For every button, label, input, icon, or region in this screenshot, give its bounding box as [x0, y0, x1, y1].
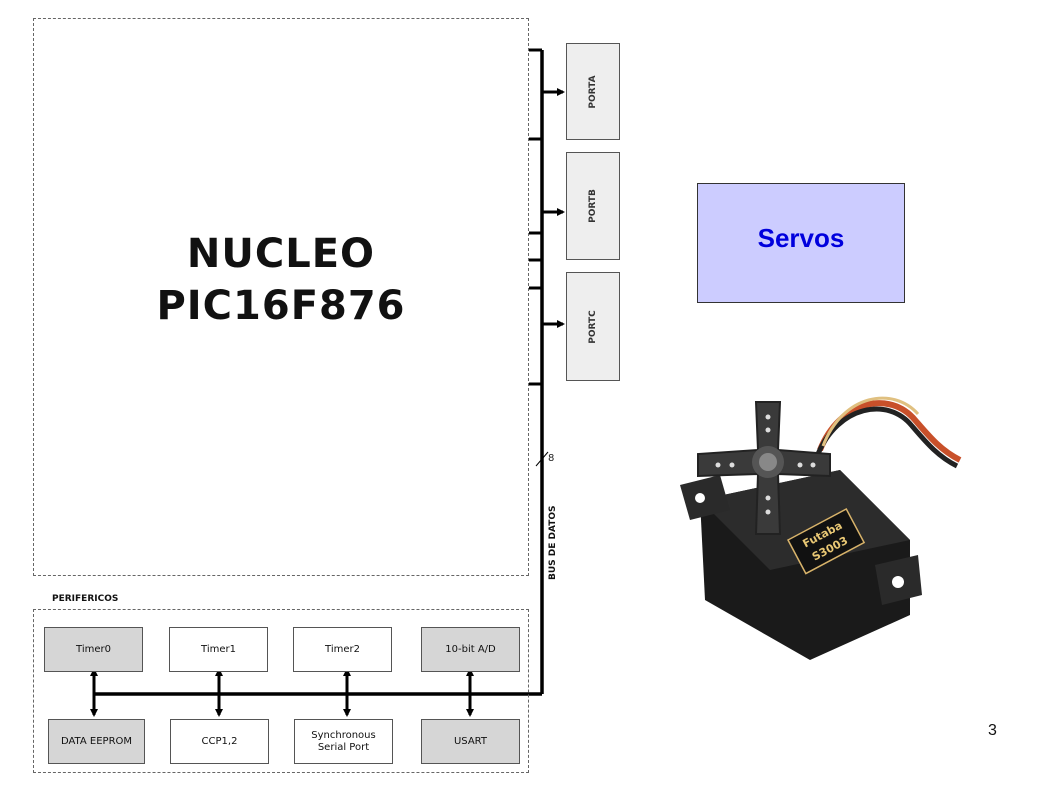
peripheral-data-eeprom: DATA EEPROM — [48, 719, 145, 764]
port-b-block: PORTB — [566, 152, 620, 260]
peripheral-ccp: CCP1,2 — [170, 719, 269, 764]
port-c-block: PORTC — [566, 272, 620, 381]
core-title: NUCLEO PIC16F876 — [33, 228, 529, 332]
servos-label: Servos — [757, 222, 845, 253]
port-b-label: PORTB — [588, 189, 598, 223]
port-a-label: PORTA — [588, 74, 598, 109]
bus-label: BUS DE DATOS — [548, 505, 558, 580]
core-block — [33, 18, 529, 576]
servo-motor-image: Futaba S3003 — [680, 396, 962, 660]
peripherals-block — [33, 609, 529, 773]
page-number: 3 — [988, 722, 997, 739]
core-title-line1: NUCLEO — [186, 231, 376, 277]
core-title-line2: PIC16F876 — [156, 283, 406, 329]
peripheral-timer0: Timer0 — [44, 627, 143, 672]
peripheral-adc: 10-bit A/D — [421, 627, 520, 672]
peripheral-ssp: Synchronous Serial Port — [294, 719, 393, 764]
servos-box: Servos — [697, 183, 905, 303]
peripheral-timer1: Timer1 — [169, 627, 268, 672]
port-c-label: PORTC — [588, 309, 598, 344]
peripherals-title: PERIFERICOS — [52, 594, 119, 604]
peripheral-usart: USART — [421, 719, 520, 764]
peripheral-timer2: Timer2 — [293, 627, 392, 672]
port-a-block: PORTA — [566, 43, 620, 140]
bus-width-label: 8 — [548, 453, 555, 464]
